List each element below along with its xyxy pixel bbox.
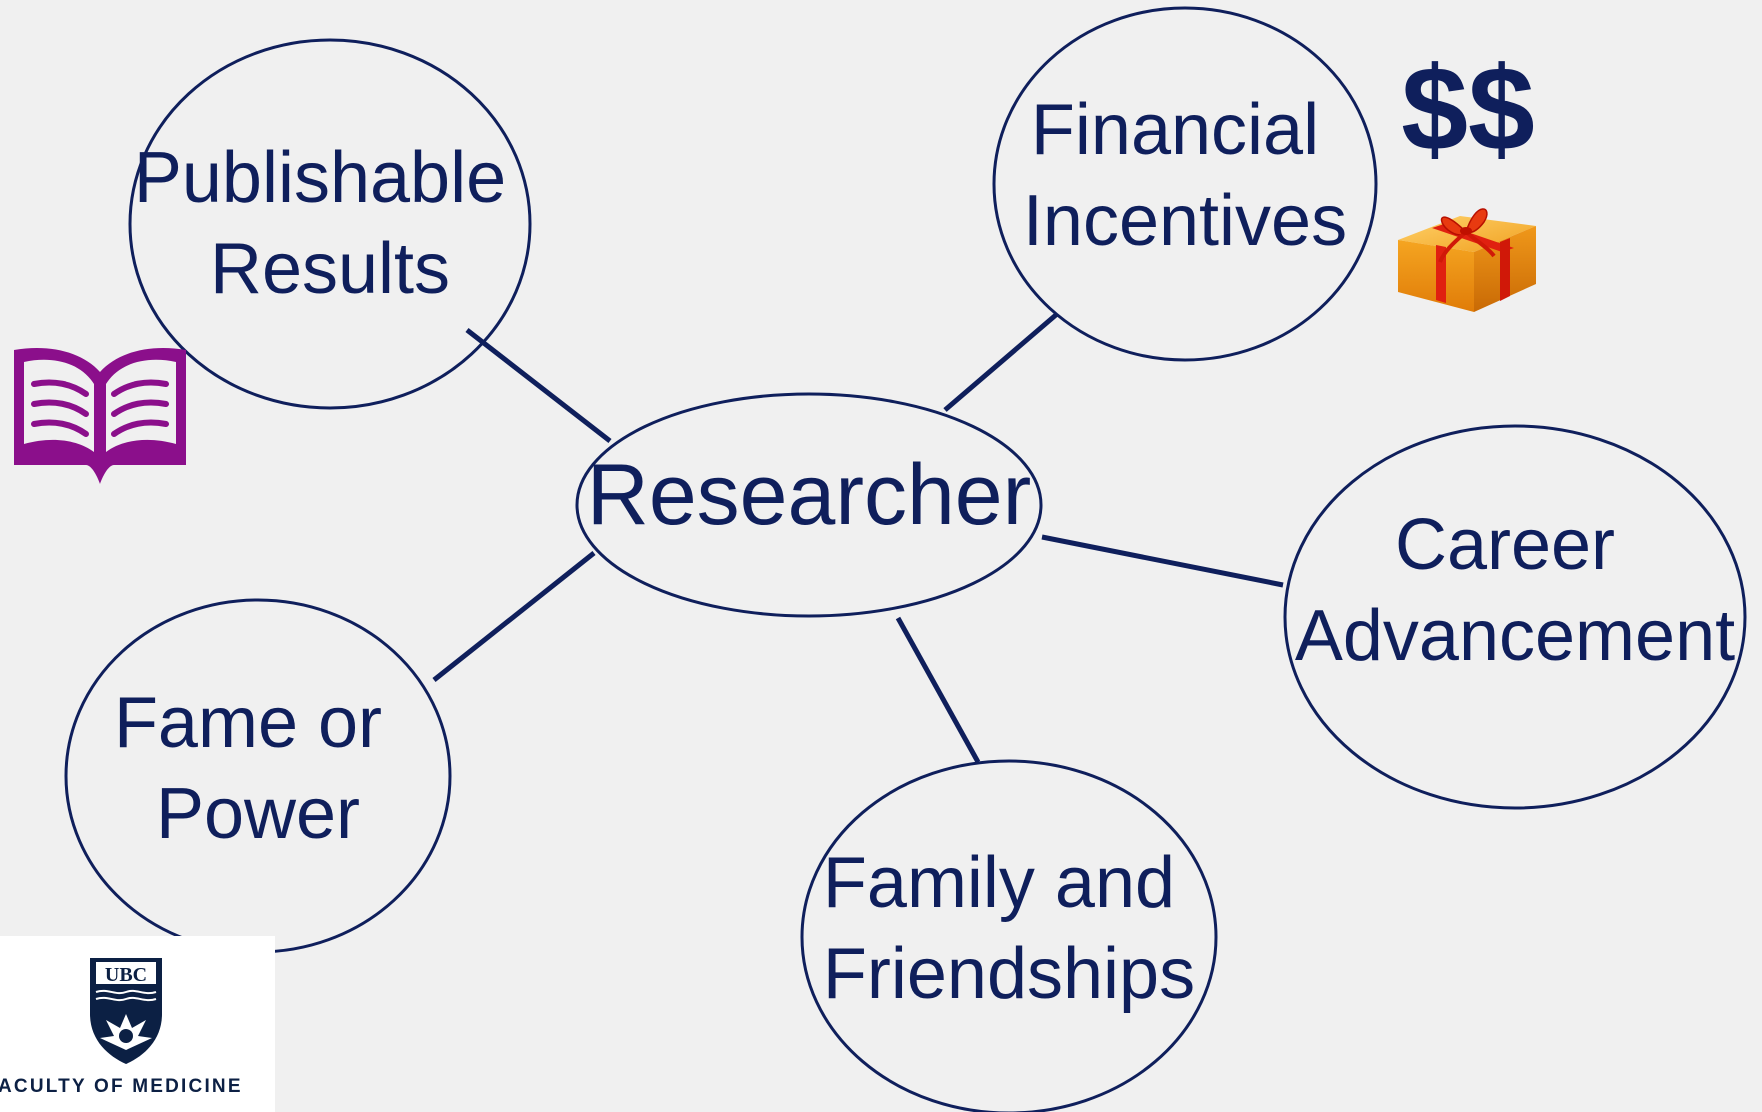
node-label-line: Career (1395, 505, 1615, 585)
node-ellipse (800, 759, 1218, 1112)
node-label-line: Publishable (134, 138, 506, 218)
svg-text:Family and Friendships: Family and Friendships (823, 843, 1195, 1014)
connector-publishable-results (465, 328, 612, 443)
node-label-line: Friendships (823, 934, 1195, 1014)
node-publishable-results: Publishable Results (128, 38, 532, 410)
node-label-line: Financial (1031, 90, 1319, 170)
center-label: Researcher (587, 447, 1032, 543)
node-fame-or-power: Fame or Power (64, 598, 452, 954)
svg-text:Publishable Results: Publishable Results (134, 138, 526, 309)
connectors (432, 312, 1284, 764)
node-financial-incentives: Financial Incentives (992, 6, 1378, 362)
connector-financial-incentives (943, 312, 1059, 412)
node-family-and-friendships: Family and Friendships (800, 759, 1218, 1112)
gift-box-icon (1398, 208, 1536, 312)
node-career-advancement: Career Advancement (1283, 424, 1747, 810)
center-ellipse (575, 392, 1043, 618)
node-ellipse (1283, 424, 1747, 810)
node-researcher: Researcher (575, 392, 1043, 618)
connector-career-advancement (1041, 534, 1284, 588)
svg-text:Career Advancement: Career Advancement (1295, 505, 1735, 676)
node-label-line: Power (156, 774, 360, 854)
node-label-line: Fame or (114, 683, 382, 763)
node-ellipse (992, 6, 1378, 362)
ubc-crest-icon: UBC (90, 958, 162, 1064)
node-label-line: Results (210, 229, 450, 309)
svg-text:Fame or Power: Fame or Power (114, 683, 402, 854)
node-ellipse (128, 38, 532, 410)
ubc-logo: UBC ACULTY OF MEDICINE (0, 936, 275, 1112)
crest-text: UBC (105, 964, 147, 986)
connector-family-and-friendships (895, 616, 981, 764)
open-book-icon (14, 348, 186, 484)
dollar-signs: $$ (1401, 42, 1534, 176)
node-label-line: Advancement (1295, 596, 1735, 676)
node-label-line: Family and (823, 843, 1175, 923)
svg-text:Financial Incentives: Financial Incentives (1023, 90, 1347, 261)
connector-fame-or-power (432, 551, 596, 682)
node-label-line: Incentives (1023, 181, 1347, 261)
logo-caption: ACULTY OF MEDICINE (0, 1076, 243, 1097)
